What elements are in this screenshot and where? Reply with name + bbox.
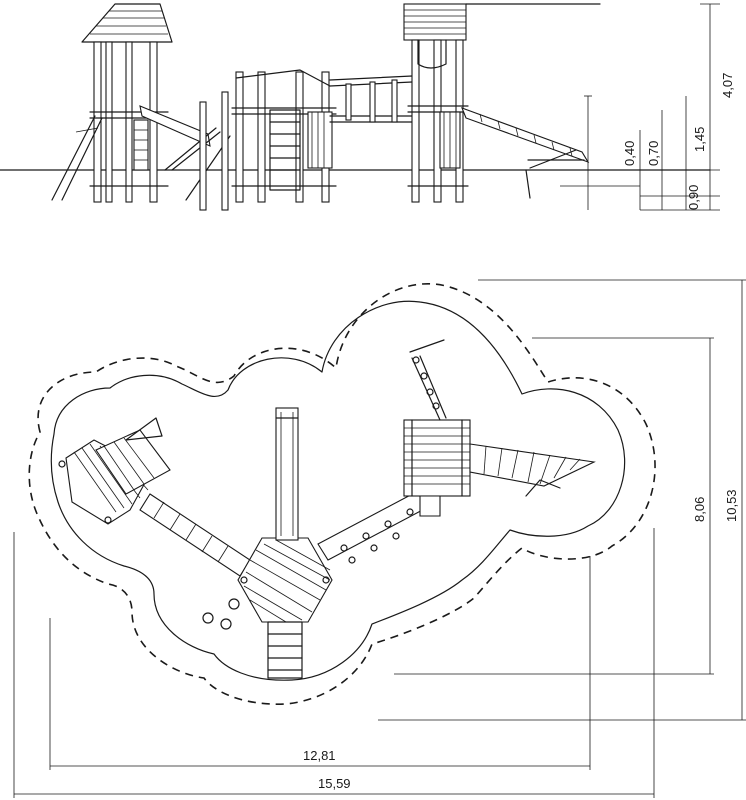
plan-view: 12,81 15,59 8,06 10,53	[13, 279, 746, 798]
dim-height-total: 4,07	[720, 73, 735, 98]
plan-dimensions	[13, 279, 746, 798]
dim-height-outer: 10,53	[724, 489, 739, 522]
left-tower	[51, 3, 173, 203]
plan-right-tower	[403, 419, 471, 517]
dim-height-145: 1,45	[692, 127, 707, 152]
plan-right-ramp	[469, 443, 596, 497]
plan-right-bridge	[317, 489, 431, 564]
elevation-view: 4,07 1,45 0,70 0,40 0,90	[0, 3, 735, 211]
dim-height-inner: 8,06	[692, 497, 707, 522]
plan-upper-bridge	[409, 339, 447, 421]
left-incline	[139, 91, 231, 211]
plan-left-bridge	[139, 493, 251, 577]
central-platform	[231, 69, 337, 203]
zone-inner	[50, 300, 626, 681]
right-tower	[403, 3, 601, 203]
safety-zone-outer	[28, 283, 656, 705]
dim-height-040: 0,40	[622, 141, 637, 166]
bridge	[329, 75, 413, 123]
dim-width-outer: 15,59	[318, 776, 351, 791]
plan-ladder	[267, 621, 303, 679]
plan-slide	[275, 407, 299, 541]
plan-stepping-logs	[202, 598, 240, 630]
dim-depth-090: 0,90	[686, 185, 701, 210]
plan-left-tower	[58, 417, 171, 525]
dim-width-inner: 12,81	[303, 748, 336, 763]
elevation-dimensions	[560, 3, 720, 211]
dim-height-070: 0,70	[646, 141, 661, 166]
plan-hexagon	[237, 537, 333, 623]
right-ramp	[461, 107, 590, 199]
